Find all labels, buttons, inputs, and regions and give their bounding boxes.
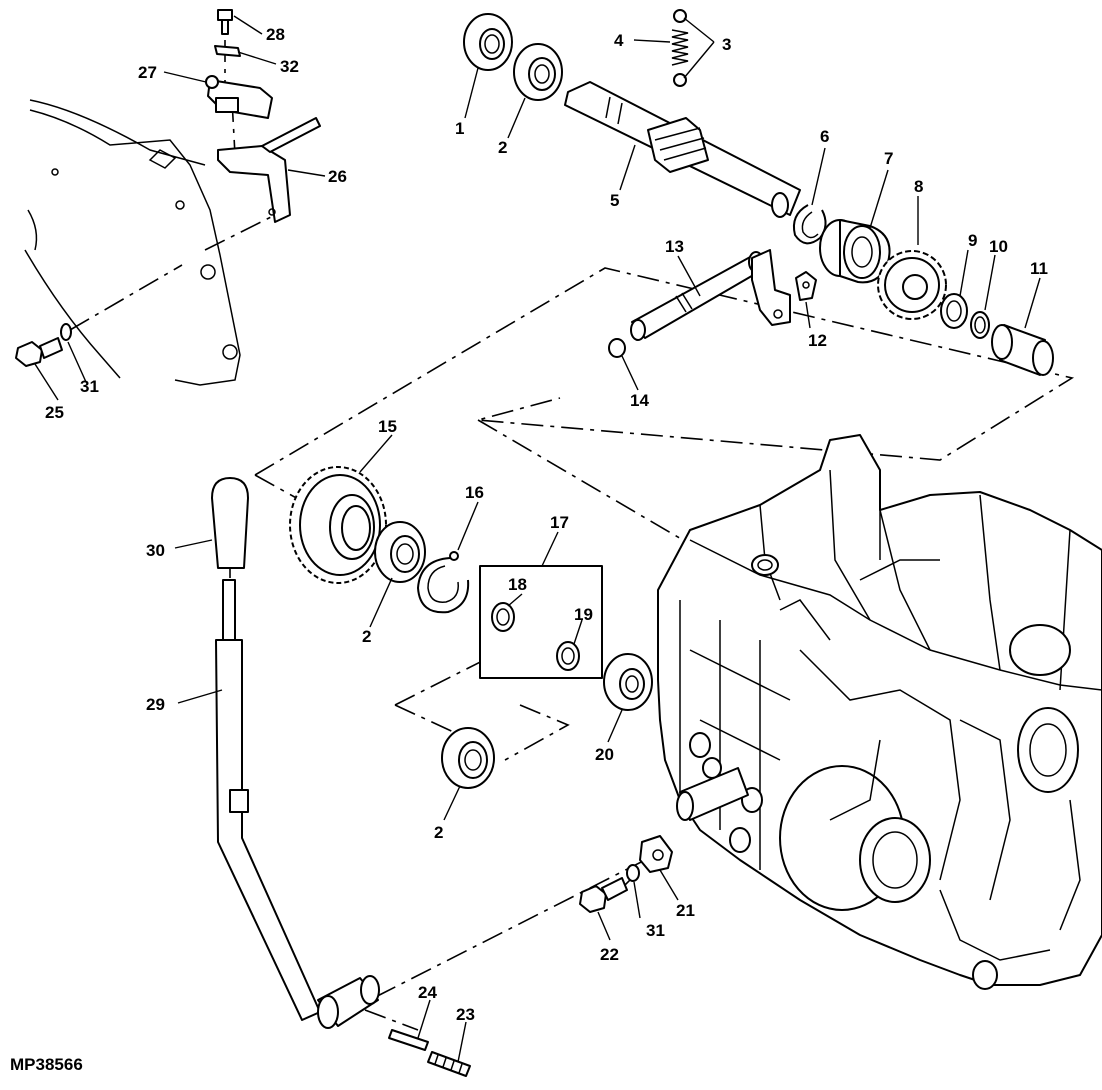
callout-13: 13 (665, 237, 684, 256)
callout-4: 4 (614, 31, 624, 50)
callout-20: 20 (595, 745, 614, 764)
detent-ball-upper (673, 9, 687, 23)
callout-9: 9 (968, 231, 977, 250)
bolt-left (15, 337, 63, 367)
callout-25: 25 (45, 403, 64, 422)
main-shaft (564, 81, 801, 218)
callout-6: 6 (820, 127, 829, 146)
callout-16: 16 (465, 483, 484, 502)
callout-5: 5 (610, 191, 619, 210)
callout-15: 15 (378, 417, 397, 436)
bolt-lower (579, 877, 628, 913)
leader-lines (34, 15, 1041, 1063)
figure-code: MP38566 (10, 1055, 83, 1074)
callout-2-middle: 2 (362, 627, 371, 646)
shift-lever (215, 579, 321, 1021)
transmission-case (657, 434, 1102, 990)
snap-ring-16 (417, 551, 470, 614)
callout-3: 3 (722, 35, 731, 54)
shift-collar (819, 219, 891, 284)
callout-28: 28 (266, 25, 285, 44)
callout-labels: 1 2 3 4 5 6 7 8 9 10 11 12 13 14 15 16 1… (45, 25, 1048, 1024)
callout-31-lower: 31 (646, 921, 665, 940)
bushing-11 (991, 324, 1054, 376)
washer-lower (626, 864, 640, 882)
callout-1: 1 (455, 119, 464, 138)
callout-14: 14 (630, 391, 649, 410)
callout-22: 22 (600, 945, 619, 964)
fork-block-12 (795, 271, 817, 301)
snap-ring-6 (792, 204, 827, 245)
screw-top (217, 9, 233, 35)
lever-hub (317, 975, 380, 1029)
switch (205, 75, 273, 119)
upper-housing (24, 99, 241, 386)
bracket (217, 117, 321, 223)
gear-15 (289, 466, 387, 584)
callout-12: 12 (808, 331, 827, 350)
pivot-plate (639, 835, 673, 873)
detent-ball-lower (673, 73, 687, 87)
snap-ring-10 (970, 311, 990, 339)
o-ring-14 (608, 338, 626, 358)
callout-32: 32 (280, 57, 299, 76)
callout-26: 26 (328, 167, 347, 186)
seal-18 (491, 602, 515, 632)
bearing-1 (463, 13, 513, 71)
callout-18: 18 (508, 575, 527, 594)
shift-fork (751, 249, 791, 326)
bearing-2-top (513, 43, 563, 101)
detent-spring (671, 29, 689, 66)
shift-rod (630, 251, 764, 341)
callout-29: 29 (146, 695, 165, 714)
callout-2: 2 (498, 138, 507, 157)
pivot-shaft (676, 767, 749, 821)
callout-31-upper: 31 (80, 377, 99, 396)
pin-24 (388, 1029, 429, 1051)
gear-8 (877, 250, 947, 320)
bearing-2-middle (374, 521, 426, 583)
callout-27: 27 (138, 63, 157, 82)
callout-8: 8 (914, 177, 923, 196)
spring-pin-23 (427, 1051, 471, 1077)
callout-24: 24 (418, 983, 437, 1002)
callout-7: 7 (884, 149, 893, 168)
callout-2-lower: 2 (434, 823, 443, 842)
callout-10: 10 (989, 237, 1008, 256)
callout-17: 17 (550, 513, 569, 532)
switch-plate (214, 45, 241, 57)
callout-21: 21 (676, 901, 695, 920)
washer-left (60, 323, 72, 341)
bearing-20 (603, 653, 653, 711)
seal-19 (556, 641, 580, 671)
callout-11: 11 (1030, 259, 1048, 278)
callout-19: 19 (574, 605, 593, 624)
thrust-washer-9 (940, 293, 968, 329)
callout-30: 30 (146, 541, 165, 560)
shift-knob (211, 477, 249, 569)
bearing-2-lower (441, 727, 495, 789)
callout-23: 23 (456, 1005, 475, 1024)
